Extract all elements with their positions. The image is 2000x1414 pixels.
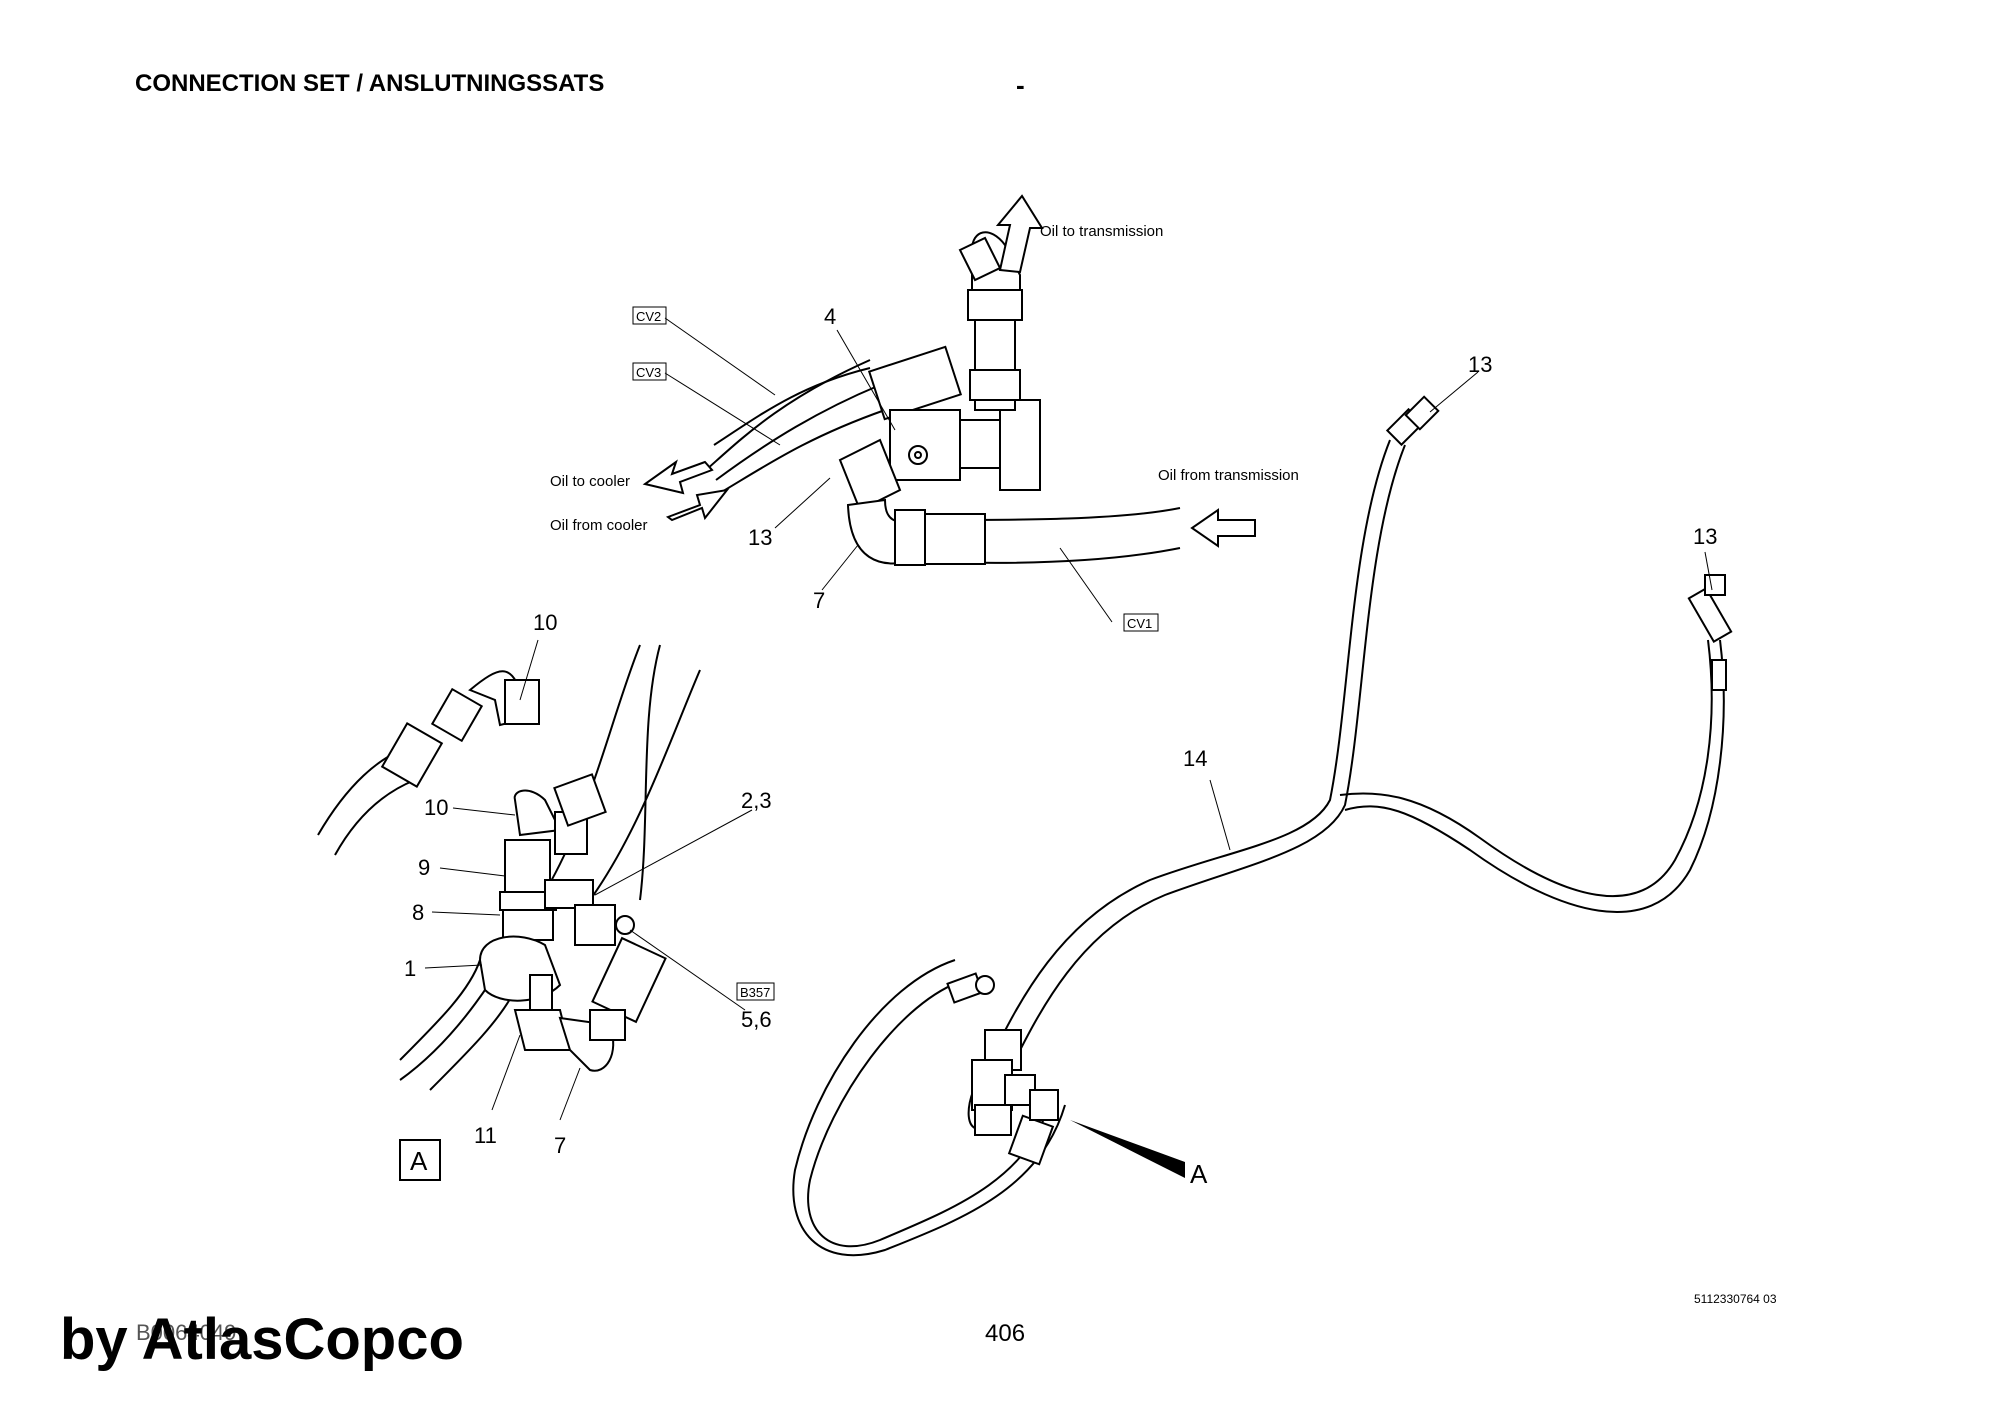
arrow-up-icon — [995, 194, 1044, 274]
tag-cv1-box — [1123, 613, 1159, 632]
arrow-left-icon — [1190, 508, 1256, 548]
tag-cv2: CV2 — [636, 309, 661, 324]
view-a-pointer — [1070, 1120, 1185, 1178]
label-oil-from-cooler: Oil from cooler — [550, 517, 648, 534]
callout-14: 14 — [1183, 746, 1207, 771]
tag-cv1: CV1 — [1127, 616, 1152, 631]
label-oil-from-transmission: Oil from transmission — [1158, 467, 1299, 484]
callout-10: 10 — [424, 795, 448, 820]
document-reference: 5112330764 03 — [1694, 1292, 1777, 1306]
watermark-text: by AtlasCopco — [60, 1307, 464, 1372]
callout-1: 1 — [404, 956, 416, 981]
title-dash: - — [1016, 70, 1025, 100]
detail-a-assembly — [317, 644, 701, 1091]
callout-13-right: 13 — [1693, 524, 1717, 549]
callout-13-left: 13 — [1468, 352, 1492, 377]
label-oil-to-transmission: Oil to transmission — [1040, 223, 1163, 240]
callout-8: 8 — [412, 900, 424, 925]
tag-cv3: CV3 — [636, 365, 661, 380]
label-oil-to-cooler: Oil to cooler — [550, 473, 630, 490]
tag-b357: B357 — [740, 985, 770, 1000]
callout-4: 4 — [824, 304, 836, 329]
callout-11: 11 — [474, 1123, 497, 1148]
arrow-right-icon — [665, 488, 730, 522]
callout-10-top: 10 — [533, 610, 557, 635]
overview-view-a-label: A — [1190, 1159, 1208, 1189]
document-id: B0064049 — [136, 1320, 237, 1345]
tag-b357-box — [736, 982, 775, 1001]
top-view-assembly — [705, 231, 1181, 566]
page-title: CONNECTION SET / ANSLUTNINGSSATS — [135, 70, 605, 97]
overview-hose-assembly — [792, 395, 1733, 1257]
callout-7-detail: 7 — [554, 1133, 566, 1158]
view-a-box — [399, 1139, 441, 1181]
callout-7: 7 — [813, 588, 825, 613]
view-a-label: A — [410, 1146, 428, 1176]
page-number: 406 — [985, 1320, 1026, 1347]
tag-cv2-box — [632, 306, 667, 325]
arrow-left-icon — [642, 459, 714, 495]
callout-13: 13 — [748, 525, 772, 550]
callout-5-6: 5,6 — [741, 1007, 772, 1032]
callout-2-3: 2,3 — [741, 788, 772, 813]
callout-9: 9 — [418, 855, 430, 880]
tag-cv3-box — [632, 362, 667, 381]
